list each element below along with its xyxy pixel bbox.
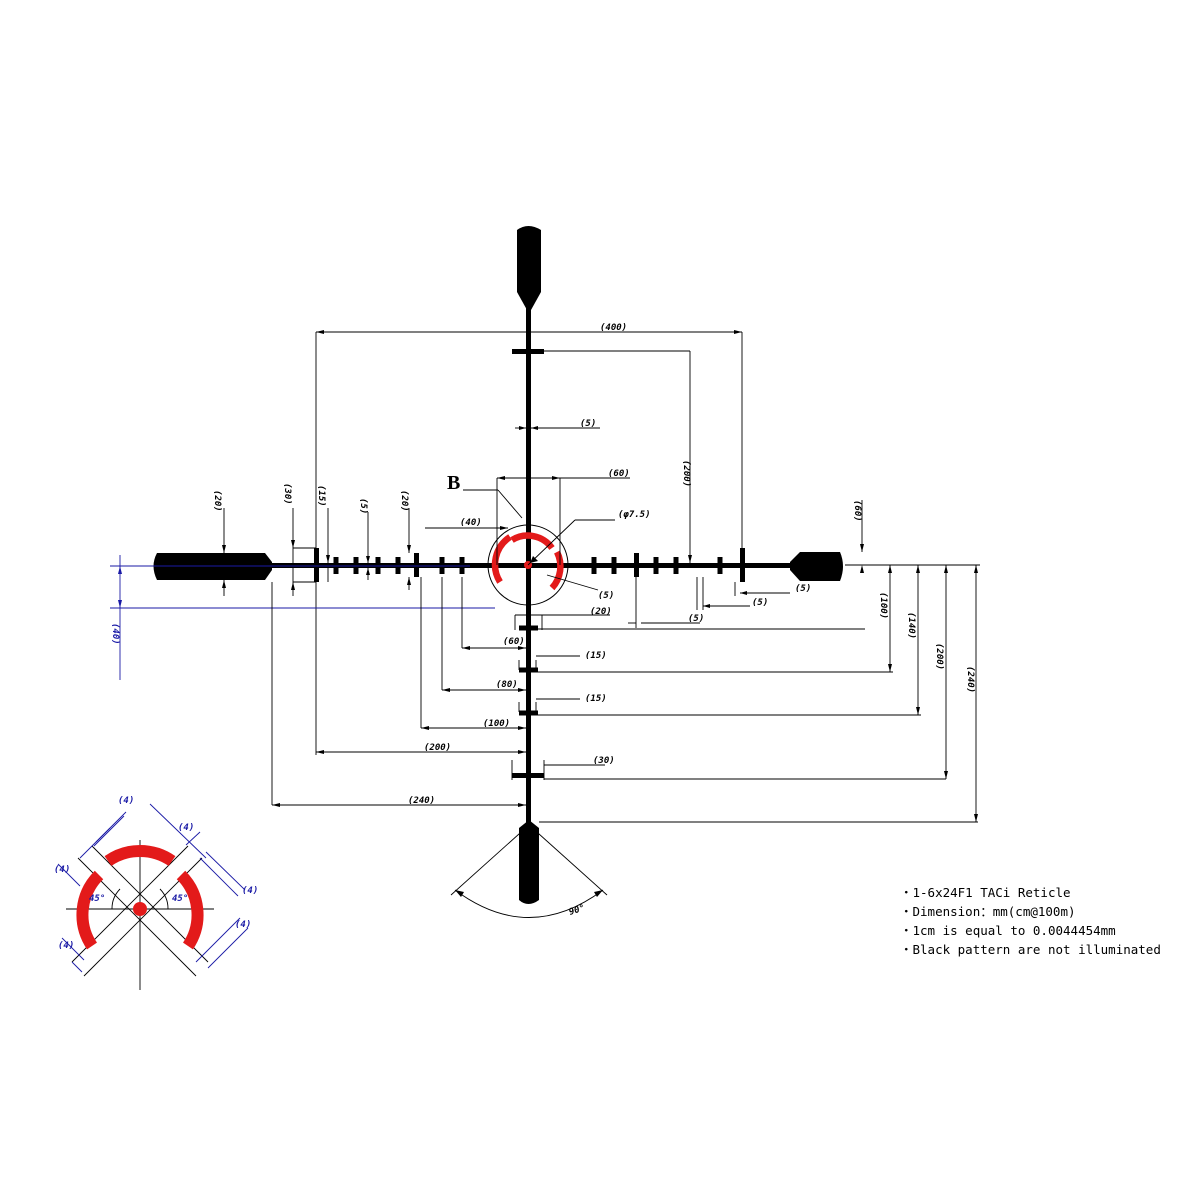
h-tick-9 xyxy=(673,557,679,574)
horizontal-ticks xyxy=(333,557,723,574)
dim-60-right: (60) xyxy=(852,500,862,522)
red-arc-right xyxy=(549,550,564,591)
detail-red-arc-left xyxy=(76,870,104,950)
h-tick-4 xyxy=(439,557,445,574)
dim-5-r3: (5) xyxy=(688,614,704,624)
dim-200-vert: (200) xyxy=(681,460,691,487)
right-mid-bar xyxy=(634,553,639,577)
left-hold-bar xyxy=(314,548,319,582)
dim-30-below: (30) xyxy=(593,756,615,766)
reticle-black-pattern xyxy=(153,226,843,904)
center-outer-circle xyxy=(487,524,569,606)
h-tick-10 xyxy=(717,557,723,574)
detail-red-arc-right xyxy=(176,870,204,950)
detail-red-arc-top xyxy=(104,845,176,867)
dim-20-left: (20) xyxy=(212,490,222,512)
h-tick-2 xyxy=(375,557,381,574)
notes-block: ・1-6x24F1 TACi Reticle ・Dimension：mm(cm@… xyxy=(900,885,1161,957)
horizontal-crosshair xyxy=(270,563,795,568)
dim-15-b: (15) xyxy=(585,694,607,704)
note-3: ・1cm is equal to 0.0044454mm xyxy=(900,923,1116,938)
h-tick-0 xyxy=(333,557,339,574)
dim-5-r2: (5) xyxy=(752,598,768,608)
right-thick-post xyxy=(790,552,843,581)
detail-b-label: B xyxy=(447,472,460,494)
v-tick-0 xyxy=(519,625,538,631)
dimension-lines xyxy=(110,330,980,918)
v-tick-1 xyxy=(519,667,538,673)
h-tick-6 xyxy=(591,557,597,574)
detail-w-bl: (4) xyxy=(58,941,74,951)
dim-200-below: (200) xyxy=(424,743,451,753)
dim-20-below: (20) xyxy=(590,607,612,617)
red-arc-left xyxy=(491,534,512,584)
dim-60-below: (60) xyxy=(503,637,525,647)
detail-w-br: (4) xyxy=(235,920,251,930)
right-hold-bar xyxy=(740,548,745,582)
dim-15-left: (15) xyxy=(316,485,326,507)
h-tick-5 xyxy=(459,557,465,574)
dimension-labels: B (400) (200) (5) (60) (φ7.5) (40) (5) (… xyxy=(110,323,975,918)
h-tick-3 xyxy=(395,557,401,574)
dim-40-left: (40) xyxy=(460,518,482,528)
top-thick-post xyxy=(517,226,541,310)
v-tick-2 xyxy=(519,710,538,716)
detail-w-topright: (4) xyxy=(178,823,194,833)
dim-30-left: (30) xyxy=(282,483,292,505)
dim-200-right: (200) xyxy=(934,643,944,670)
angle-90: 90° xyxy=(568,903,587,918)
detail-angle-right: 45° xyxy=(172,894,188,904)
dim-5-upper: (5) xyxy=(580,419,596,429)
dim-100-below: (100) xyxy=(483,719,510,729)
top-hold-bar xyxy=(512,349,544,354)
dim-5-left: (5) xyxy=(358,498,368,514)
left-mid-bar xyxy=(414,553,419,577)
dim-20-left2: (20) xyxy=(399,490,409,512)
dim-240-below: (240) xyxy=(408,796,435,806)
dim-140-right: (140) xyxy=(906,612,916,639)
dim-80-below: (80) xyxy=(496,680,518,690)
h-tick-8 xyxy=(653,557,659,574)
detail-w-right: (4) xyxy=(242,886,258,896)
h-tick-7 xyxy=(611,557,617,574)
dim-phi: (φ7.5) xyxy=(618,510,651,520)
red-arc-top xyxy=(510,532,555,551)
dim-400: (400) xyxy=(600,323,627,333)
dim-5-center: (5) xyxy=(598,591,614,601)
left-thick-post xyxy=(153,553,272,580)
bottom-thick-post xyxy=(519,820,539,904)
detail-red-dot xyxy=(133,902,147,916)
dim-60-top: (60) xyxy=(608,469,630,479)
detail-w-top: (4) xyxy=(118,796,134,806)
detail-angle-left: 45° xyxy=(89,894,105,904)
dim-100-right: (100) xyxy=(878,592,888,619)
dim-5-r1: (5) xyxy=(795,584,811,594)
vertical-ticks xyxy=(519,625,538,716)
dim-15-a: (15) xyxy=(585,651,607,661)
note-4: ・Black pattern are not illuminated xyxy=(900,942,1161,957)
h-tick-1 xyxy=(353,557,359,574)
detail-w-left: (4) xyxy=(54,865,70,875)
dim-240-right: (240) xyxy=(965,666,975,693)
note-1: ・1-6x24F1 TACi Reticle xyxy=(900,885,1071,900)
note-2: ・Dimension：mm(cm@100m) xyxy=(900,904,1076,919)
dim-40-blue: (40) xyxy=(110,623,120,645)
center-circle-group xyxy=(487,519,615,606)
bottom-hold-bar xyxy=(512,773,544,778)
detail-b-view: (4) (4) (4) (4) (4) (4) 45° 45° xyxy=(54,796,258,990)
